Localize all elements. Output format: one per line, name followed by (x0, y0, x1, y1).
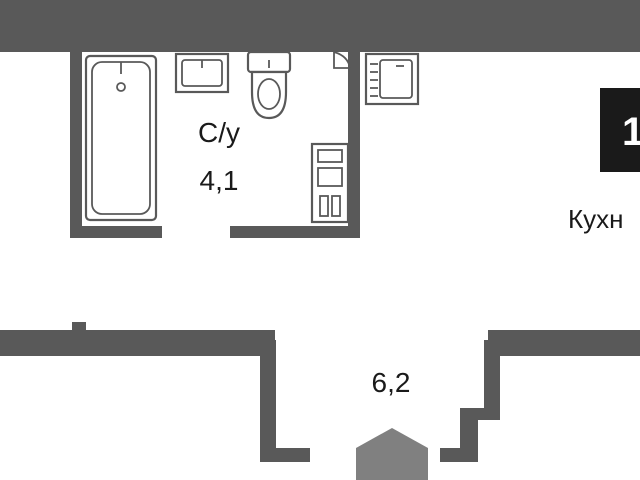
hall-right-wall (484, 340, 500, 410)
bathroom-area: 4,1 (200, 165, 239, 196)
bathroom-right-wall (348, 48, 360, 238)
door-swing-icon (333, 50, 352, 69)
walls (0, 0, 640, 462)
top-exterior-wall (0, 0, 640, 52)
entrance-arrow-icon (356, 428, 428, 480)
bathroom-left-wall (70, 48, 82, 238)
room-number-badge (600, 88, 640, 172)
middle-wall-left (0, 330, 275, 356)
bathtub (84, 54, 158, 222)
bathroom-bottom-wall-right (230, 226, 360, 238)
kitchen-sink (364, 52, 420, 106)
kitchen-name: Кухн (568, 204, 624, 234)
hallway-area: 6,2 (372, 367, 411, 398)
room-number: 1 (622, 110, 640, 154)
washbasin (174, 52, 230, 94)
hall-left-wall (260, 340, 276, 462)
hall-left-foot (260, 448, 310, 462)
bathroom-name: С/у (198, 117, 240, 148)
middle-wall-notch (72, 322, 86, 332)
bathroom-bottom-wall-left (70, 226, 162, 238)
washing-machine (310, 142, 350, 224)
toilet (246, 50, 292, 120)
middle-wall-right (488, 330, 640, 356)
hall-right-step (440, 408, 500, 462)
bathtub-drain-icon (116, 82, 126, 92)
